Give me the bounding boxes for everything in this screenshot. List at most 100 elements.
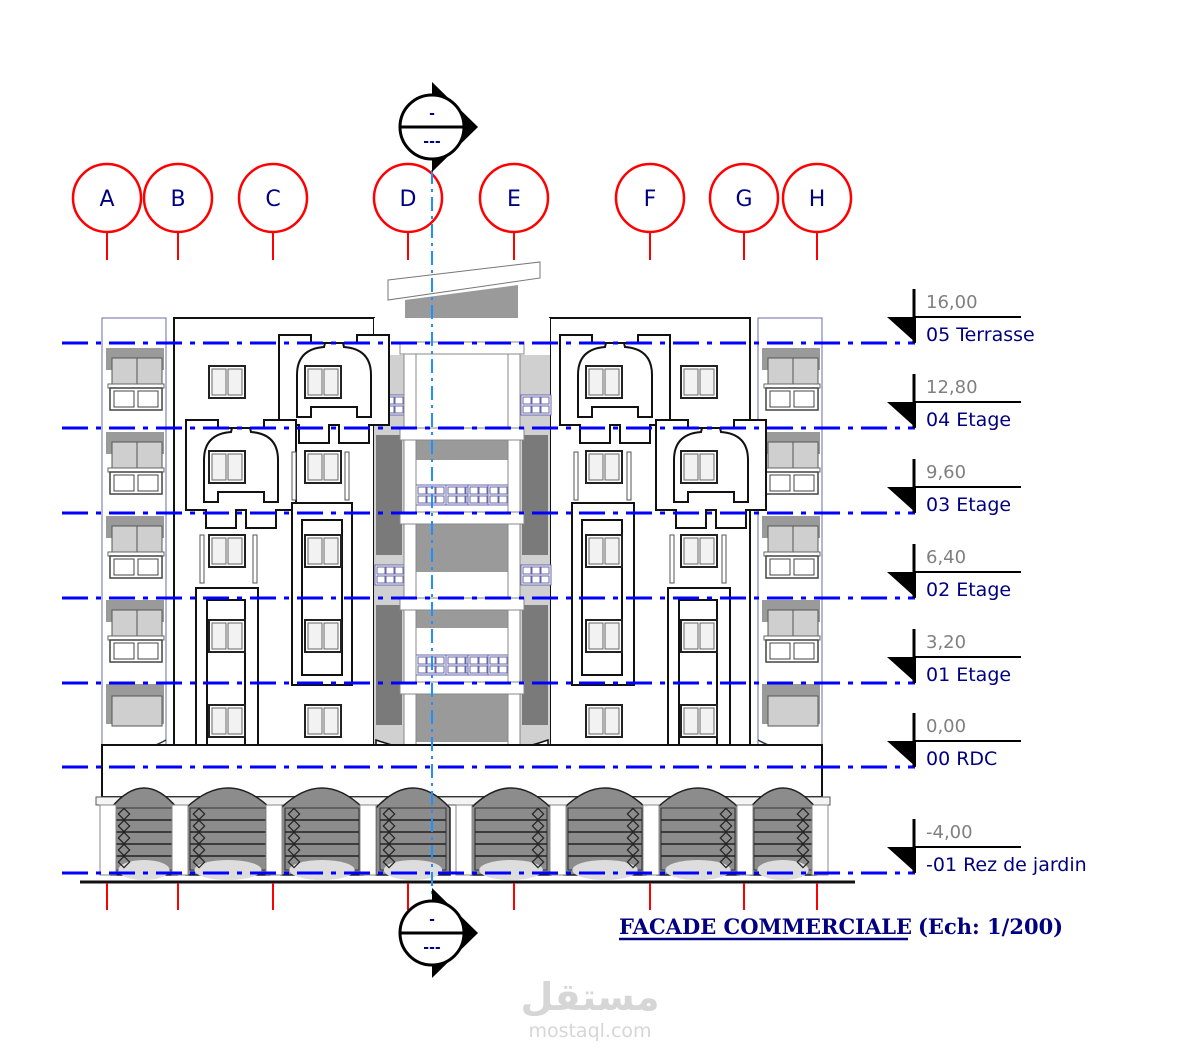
diamond-ornament-icon — [531, 807, 545, 821]
diamond-ornament-icon — [531, 843, 545, 857]
grid-axis-label: A — [99, 187, 114, 212]
pillar — [455, 804, 473, 876]
grid-axis-label: B — [170, 187, 185, 212]
section-top-label: - — [429, 912, 435, 928]
grid-axis-c[interactable]: C — [237, 162, 309, 910]
shop-bay — [280, 787, 364, 881]
diamond-ornament-icon — [382, 807, 396, 821]
pillar — [265, 804, 283, 876]
shop-bay — [656, 787, 740, 881]
roof-canopy — [387, 261, 541, 318]
level-name: 02 Etage — [926, 579, 1011, 601]
diamond-ornament-icon — [719, 819, 733, 833]
grid-axis-d[interactable]: D — [372, 162, 444, 910]
drawing-title: FACADE COMMERCIALE — [619, 914, 912, 939]
diamond-ornament-icon — [531, 831, 545, 845]
level-elevation: 3,20 — [926, 632, 966, 653]
diamond-ornament-icon — [117, 831, 131, 845]
shop-bay — [185, 787, 271, 881]
pillar — [549, 804, 567, 876]
level-name: 05 Terrasse — [926, 324, 1035, 346]
diamond-ornament-icon — [719, 855, 733, 869]
shop-bay — [375, 787, 451, 881]
pillar — [736, 804, 754, 876]
pillar — [171, 804, 189, 876]
level-name: 03 Etage — [926, 494, 1011, 516]
watermark-latin: mostaql.com — [528, 1020, 651, 1042]
diamond-ornament-icon — [626, 819, 640, 833]
diamond-ornament-icon — [382, 831, 396, 845]
central-recess — [374, 318, 552, 768]
diamond-ornament-icon — [287, 807, 301, 821]
diamond-ornament-icon — [719, 807, 733, 821]
diamond-ornament-icon — [796, 807, 810, 821]
diamond-ornament-icon — [287, 843, 301, 857]
diamond-ornament-icon — [382, 855, 396, 869]
shop-bay — [749, 787, 817, 881]
level-tag: -4,00 -01 Rez de jardin — [887, 819, 1087, 876]
grid-axis-b[interactable]: B — [142, 162, 214, 910]
diamond-ornament-icon — [796, 855, 810, 869]
diamond-ornament-icon — [719, 843, 733, 857]
level-name: -01 Rez de jardin — [926, 854, 1087, 876]
level-elevation: 0,00 — [926, 716, 966, 737]
shop-bay — [563, 787, 647, 881]
diamond-ornament-icon — [796, 831, 810, 845]
diamond-ornament-icon — [531, 819, 545, 833]
building — [80, 261, 855, 884]
diamond-ornament-icon — [626, 807, 640, 821]
diamond-ornament-icon — [192, 807, 206, 821]
level-tag: 3,20 01 Etage — [887, 629, 1021, 686]
podium — [101, 744, 823, 798]
grid-axis-f[interactable]: F — [614, 162, 686, 910]
shop-bay — [470, 787, 552, 881]
diamond-ornament-icon — [192, 831, 206, 845]
level-name: 01 Etage — [926, 664, 1011, 686]
section-marker-top[interactable]: - --- — [398, 82, 478, 172]
section-bottom-label: --- — [423, 134, 441, 150]
level-marker-icon — [887, 657, 916, 683]
level-marker-icon — [887, 572, 916, 598]
grid-axis-a[interactable]: A — [71, 162, 143, 910]
grid-axis-g[interactable]: G — [708, 162, 780, 910]
level-marker-icon — [887, 741, 916, 767]
pillar — [99, 804, 117, 876]
diamond-ornament-icon — [287, 855, 301, 869]
diamond-ornament-icon — [192, 855, 206, 869]
level-marker-icon — [887, 317, 916, 343]
level-marker-icon — [887, 847, 916, 873]
diamond-ornament-icon — [287, 831, 301, 845]
pillar — [359, 804, 377, 876]
section-bottom-label: --- — [423, 940, 441, 956]
level-elevation: -4,00 — [926, 822, 973, 843]
diamond-ornament-icon — [117, 807, 131, 821]
grid-axis-label: E — [507, 187, 521, 212]
diamond-ornament-icon — [719, 831, 733, 845]
diamond-ornament-icon — [531, 855, 545, 869]
diamond-ornament-icon — [192, 819, 206, 833]
diamond-ornament-icon — [796, 819, 810, 833]
diamond-ornament-icon — [796, 843, 810, 857]
section-top-label: - — [429, 106, 435, 122]
grid-axis-e[interactable]: E — [478, 162, 550, 910]
level-marker-icon — [887, 402, 916, 428]
grid-axis-h[interactable]: H — [781, 162, 853, 910]
diamond-ornament-icon — [192, 843, 206, 857]
shutter — [284, 807, 360, 881]
diamond-ornament-icon — [382, 843, 396, 857]
shop-bay — [110, 787, 178, 881]
level-lines — [62, 341, 915, 875]
drawing-scale: (Ech: 1/200) — [918, 914, 1063, 939]
level-tag: 9,60 03 Etage — [887, 459, 1021, 516]
diamond-ornament-icon — [287, 819, 301, 833]
shutter — [189, 807, 267, 881]
diamond-ornament-icon — [382, 819, 396, 833]
shutter — [567, 807, 643, 881]
section-marker-bottom[interactable]: - --- — [398, 888, 478, 978]
grid-axis-label: D — [400, 187, 417, 212]
level-elevation: 9,60 — [926, 462, 966, 483]
grid-axis-label: H — [809, 187, 826, 212]
watermark-arabic: مستقل — [521, 975, 660, 1019]
